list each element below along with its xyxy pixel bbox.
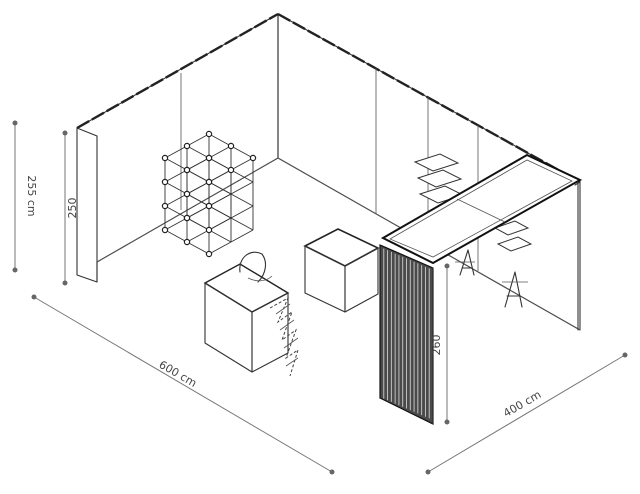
reception-desk xyxy=(203,263,290,373)
cube-connector xyxy=(205,250,213,258)
dimension-height-outer: 255 cm xyxy=(12,120,38,273)
dimension-depth: 400 cm xyxy=(425,352,628,475)
cube-connector xyxy=(161,154,169,162)
cube-frame-edge xyxy=(208,229,254,255)
cube-connector xyxy=(161,178,169,186)
cube-connector xyxy=(183,214,191,222)
cube-connector xyxy=(205,130,213,138)
dimension-height-counter: 260 xyxy=(430,263,450,425)
chair xyxy=(239,251,273,283)
dimension-depth-label: 400 cm xyxy=(501,388,543,420)
dimension-height-outer-label: 255 cm xyxy=(25,175,38,216)
cube-connector xyxy=(205,178,213,186)
dimension-width-label: 600 cm xyxy=(157,358,199,390)
cube-connector xyxy=(161,202,169,210)
dimension-height-counter-label: 260 xyxy=(430,335,443,356)
brochure-rack xyxy=(269,296,299,377)
cube-connector xyxy=(183,142,191,150)
cube-connector xyxy=(183,166,191,174)
dimension-height-wall: 250 xyxy=(62,130,79,286)
cube-connector xyxy=(205,226,213,234)
cube-connector xyxy=(249,154,257,162)
cube-connector xyxy=(183,190,191,198)
wall-shelves xyxy=(413,153,533,252)
cube-connector xyxy=(205,154,213,162)
cube-connector xyxy=(227,142,235,150)
bar-counter xyxy=(379,153,583,425)
cube-connector xyxy=(227,166,235,174)
left-wall xyxy=(76,12,279,283)
cube-connector xyxy=(205,202,213,210)
cube-box xyxy=(303,228,380,313)
dimension-height-wall-label: 250 xyxy=(66,198,79,219)
cube-connector xyxy=(161,226,169,234)
cube-connector xyxy=(183,238,191,246)
dimension-width: 600 cm xyxy=(31,294,335,475)
cube-shelving-unit xyxy=(161,130,257,258)
